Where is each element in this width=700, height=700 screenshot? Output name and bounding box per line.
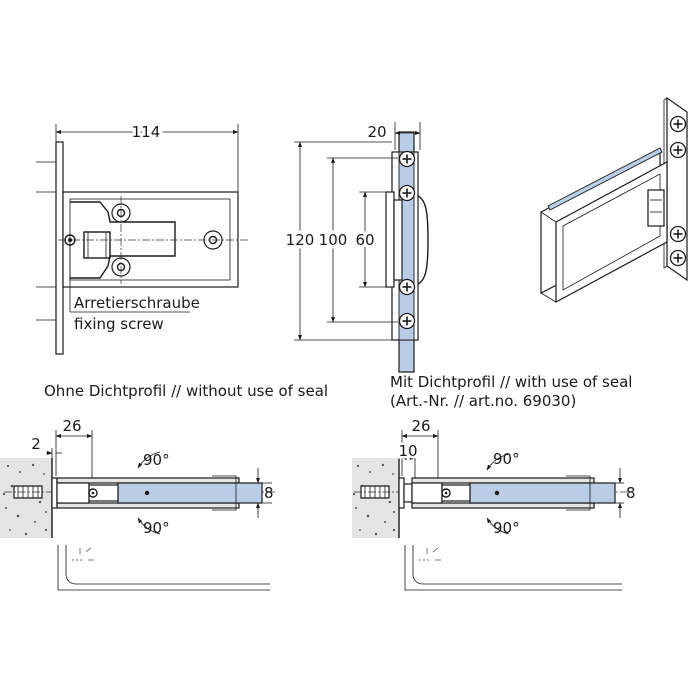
dim-114: 114 [132, 123, 161, 141]
angle-90-bottom-left: 90° [143, 519, 170, 537]
angle-90-top-left: 90° [143, 451, 170, 469]
side-view: 20 120 100 60 [282, 122, 429, 373]
glass-section-right [469, 482, 616, 504]
section-title-with-seal: Mit Dichtprofil // with use of seal [390, 373, 632, 391]
angle-90-top-right: 90° [493, 450, 520, 468]
front-view: 114 Arretierschraube fixing screw [36, 120, 250, 355]
iso-screw-3 [669, 225, 687, 243]
side-screw-4 [398, 312, 416, 330]
iso-screw-2 [669, 141, 687, 159]
label-fixing-screw-de: Arretierschraube [74, 294, 200, 312]
label-fixing-screw-en: fixing screw [74, 315, 164, 333]
dim-26-left: 26 [62, 417, 81, 435]
dim-8-left: 8 [264, 484, 274, 502]
dim-60: 60 [355, 231, 374, 249]
side-screw-2 [398, 184, 416, 202]
side-screw-3 [398, 278, 416, 296]
angle-90-bottom-right: 90° [493, 519, 520, 537]
section-subtitle-art-no: (Art.-Nr. // art.no. 69030) [390, 392, 576, 410]
dim-8-right: 8 [626, 484, 636, 502]
section-without-seal: 26 2 90° 90° 8 [0, 417, 275, 591]
wall-plate [55, 141, 64, 355]
dim-120: 120 [286, 231, 315, 249]
section-with-seal: 26 10 90° 90° 8 [352, 417, 636, 591]
iso-screw-4 [669, 249, 687, 267]
dim-100: 100 [319, 231, 348, 249]
dim-2-left: 2 [31, 435, 41, 453]
isometric-view [540, 96, 688, 304]
dim-26-right: 26 [411, 417, 430, 435]
side-screw-1 [398, 150, 416, 168]
section-title-without-seal: Ohne Dichtprofil // without use of seal [44, 382, 328, 400]
glass-section [117, 482, 263, 504]
dim-20: 20 [367, 123, 386, 141]
iso-screw-1 [669, 115, 687, 133]
iso-clamp-plate [555, 160, 668, 304]
dim-10-right: 10 [398, 442, 417, 460]
